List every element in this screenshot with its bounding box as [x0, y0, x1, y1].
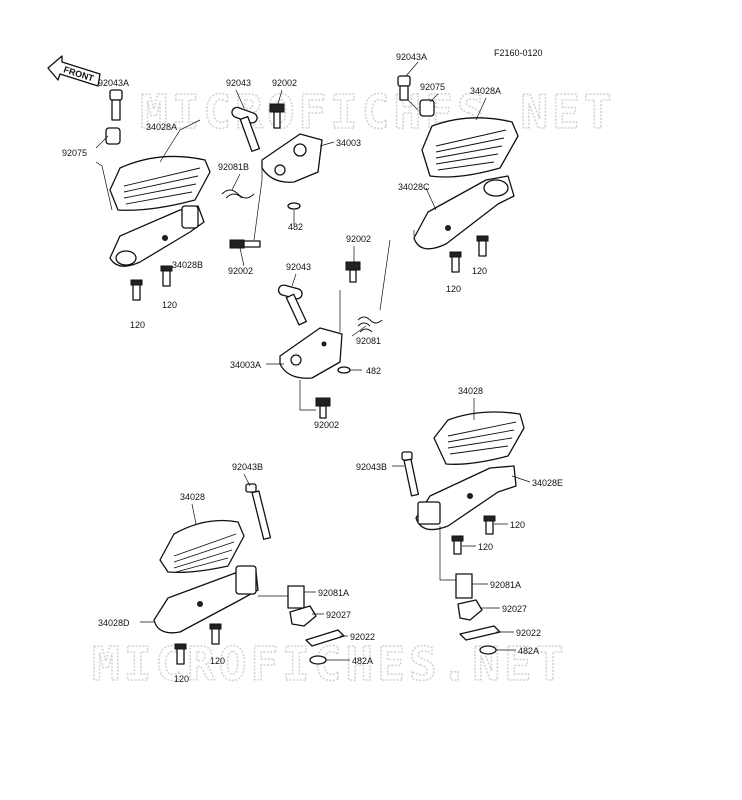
label-34028D: 34028D [98, 618, 130, 628]
label-34028B: 34028B [172, 260, 203, 270]
leader-lines [140, 61, 531, 661]
label-120-right-b: 120 [446, 284, 461, 294]
label-92043-center: 92043 [286, 262, 311, 272]
label-92075-right: 92075 [420, 82, 445, 92]
label-92002-center-bottom: 92002 [314, 420, 339, 430]
label-34028A-right: 34028A [470, 86, 501, 96]
top-left-footpeg-assembly [95, 89, 211, 301]
label-92081A-right: 92081A [490, 580, 521, 590]
label-34003A: 34003A [230, 360, 261, 370]
label-120-br-b: 120 [478, 542, 493, 552]
label-92002-center: 92002 [346, 234, 371, 244]
label-92002-mid-left: 92002 [228, 266, 253, 276]
label-482A-left: 482A [352, 656, 373, 666]
label-34003: 34003 [336, 138, 361, 148]
label-34028-right: 34028 [458, 386, 483, 396]
label-92027-left: 92027 [326, 610, 351, 620]
front-arrow-icon: FRONT [47, 55, 101, 87]
label-92075-left: 92075 [62, 148, 87, 158]
label-92043-top: 92043 [226, 78, 251, 88]
label-92022-left: 92022 [350, 632, 375, 642]
label-482A-right: 482A [518, 646, 539, 656]
watermark-bottom: MICROFICHES.NET [92, 637, 567, 691]
label-34028-left: 34028 [180, 492, 205, 502]
label-120-left-a: 120 [162, 300, 177, 310]
top-right-footpeg-assembly [397, 75, 519, 273]
label-482: 482 [288, 222, 303, 232]
top-center-bracket-assembly [221, 103, 323, 249]
label-120-bl-a: 120 [210, 656, 225, 666]
bottom-right-footpeg-assembly [401, 411, 525, 655]
label-34028A-left: 34028A [146, 122, 177, 132]
label-120-br-a: 120 [510, 520, 525, 530]
label-92081B: 92081B [218, 162, 249, 172]
label-34028C: 34028C [398, 182, 430, 192]
part-number-labels: 92043A 92075 34028A 34028B 120 120 92043… [62, 52, 563, 684]
label-120-left-b: 120 [130, 320, 145, 330]
label-92002-top: 92002 [272, 78, 297, 88]
figure-code: F2160-0120 [494, 48, 543, 58]
label-92027-right: 92027 [502, 604, 527, 614]
label-92081: 92081 [356, 336, 381, 346]
label-120-bl-b: 120 [174, 674, 189, 684]
label-92081A-left: 92081A [318, 588, 349, 598]
label-482-center: 482 [366, 366, 381, 376]
label-92043B-right: 92043B [356, 462, 387, 472]
label-34028E: 34028E [532, 478, 563, 488]
label-92043B-left: 92043B [232, 462, 263, 472]
watermark-top: MICROFICHES.NET [140, 85, 615, 139]
bottom-left-footpeg-assembly [153, 483, 345, 665]
label-92022-right: 92022 [516, 628, 541, 638]
center-bracket-assembly [277, 239, 391, 419]
label-92043A-top-right: 92043A [396, 52, 427, 62]
label-120-right-a: 120 [472, 266, 487, 276]
label-92043A-top-left: 92043A [98, 78, 129, 88]
